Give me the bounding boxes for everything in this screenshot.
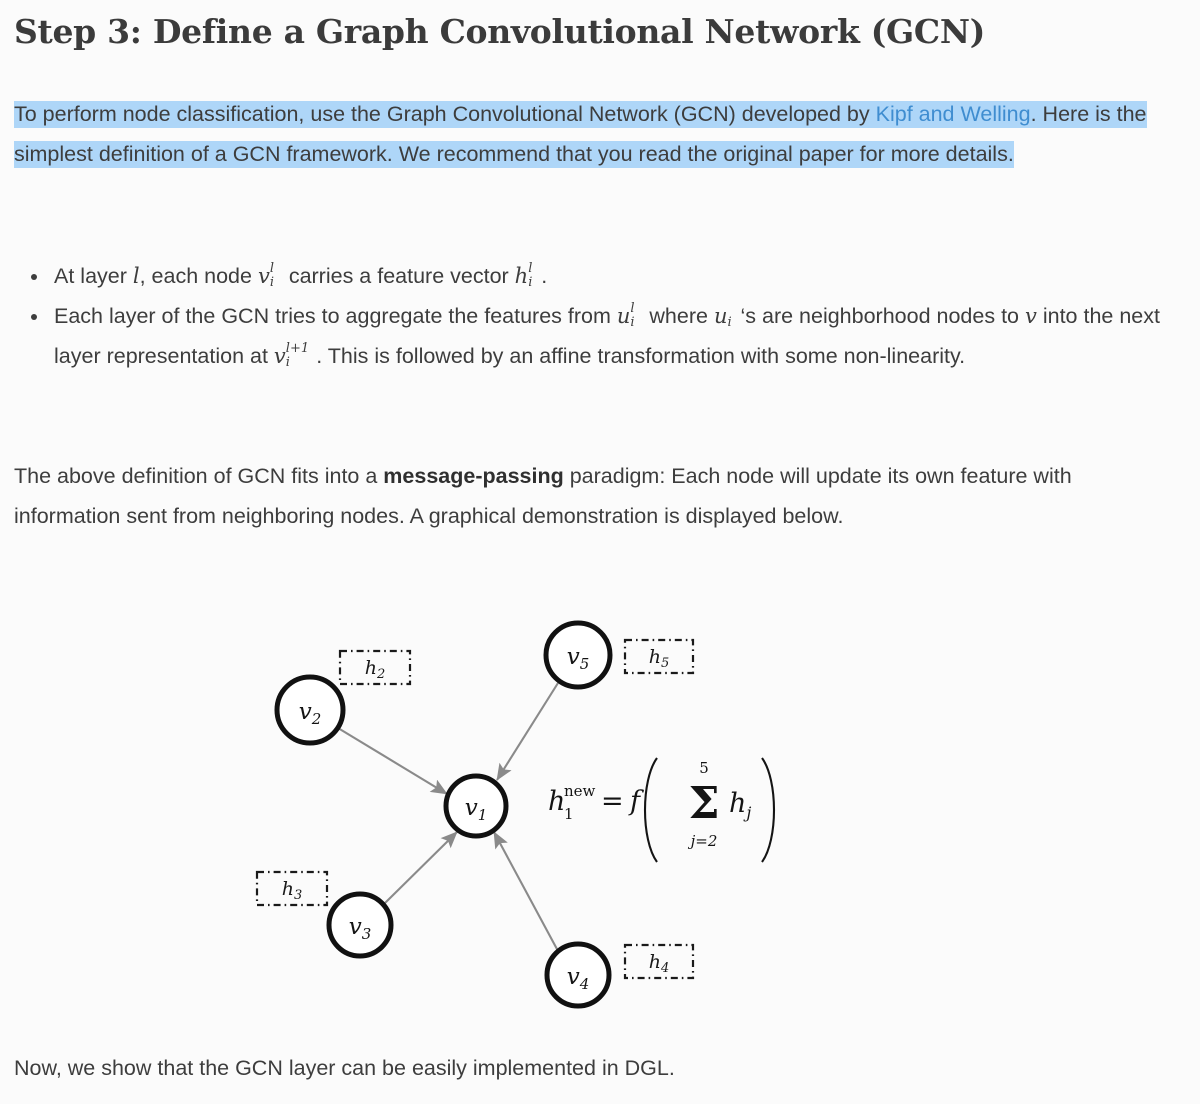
gcn-update-formula: h new 1 = f 5 Σ j=2 hj [548,757,775,863]
intro-text-part-2: . Here is the simplest definition of a G… [14,102,1147,166]
formula-sum-symbol: Σ [688,778,719,829]
feature-box-h2 [338,649,412,686]
feature-box-h3-label: h3 [282,878,303,903]
bullet-1-text-1: Each layer of the GCN tries to aggregate… [54,304,617,328]
node-v4 [544,941,612,1009]
bullet-0-text-3: carries a feature vector [282,264,515,288]
diagram-nodes: v2 v5 v1 v3 v4 [274,620,613,1009]
mid-text-part-1: The above definition of GCN fits into a [14,464,384,488]
formula-lhs: h [548,786,565,817]
feature-box-h5-label: h5 [649,646,670,671]
feature-box-h5 [623,638,695,675]
closing-paragraph: Now, we show that the GCN layer can be e… [14,1056,675,1080]
diagram-edges [337,682,559,952]
bullet-0-text-2: , each node [139,264,258,288]
feature-box-h4 [623,943,695,980]
formula-paren-left [644,757,658,863]
node-v3 [326,891,394,959]
bullet-0-math-layer: l [132,264,140,288]
intro-paragraph: To perform node classification, use the … [14,94,1178,174]
formula-lhs-sub: 1 [564,805,574,823]
edge-v2-v1 [337,727,448,795]
page-title: Step 3: Define a Graph Convolutional Net… [14,12,986,51]
node-v5 [543,620,613,690]
edge-v4-v1 [493,831,559,952]
formula-function: f [628,786,644,817]
bullet-1-text-5: . This is followed by an affine transfor… [316,344,966,368]
formula-sum-lower: j=2 [688,832,718,850]
diagram-feature-boxes: h2 h5 h3 h4 [255,638,695,980]
node-v2 [274,674,346,746]
feature-box-h4-label: h4 [649,951,670,976]
bullet-0-text-4: . [541,264,548,288]
formula-summand: hj [729,788,751,822]
mid-text-part-2: paradigm: Each node will update its own … [14,464,1072,528]
bullet-1-math-v: v [1024,304,1037,328]
bullet-1-text-4: into the next layer representation at [54,304,1160,368]
formula-lhs-sup: new [564,782,596,800]
bullet-1-text-3: ‘s are neighborhood nodes to [740,304,1025,328]
node-v1 [443,773,509,839]
intro-text-part-1: To perform node classification, use the … [14,102,876,126]
bullet-0-text-1: At layer [54,264,133,288]
formula-sum-upper: 5 [699,759,709,777]
message-passing-paragraph: The above definition of GCN fits into a … [14,456,1178,536]
message-passing-emphasis: message-passing [383,464,564,488]
feature-box-h3 [255,870,329,907]
bullet-1-text-2: where [643,304,714,328]
selection-highlight: To perform node classification, use the … [14,101,1147,168]
formula-equals: = [601,786,624,817]
edge-v3-v1 [384,831,458,904]
kipf-and-welling-link[interactable]: Kipf and Welling [875,102,1031,126]
edge-v5-v1 [496,682,559,781]
formula-paren-right [761,757,775,863]
feature-box-h2-label: h2 [365,657,386,682]
list-item: Each layer of the GCN tries to aggregate… [14,296,1174,376]
gcn-message-passing-diagram: h2 h5 h3 h4 v2 v5 v1 v3 v4 [0,596,1200,1036]
